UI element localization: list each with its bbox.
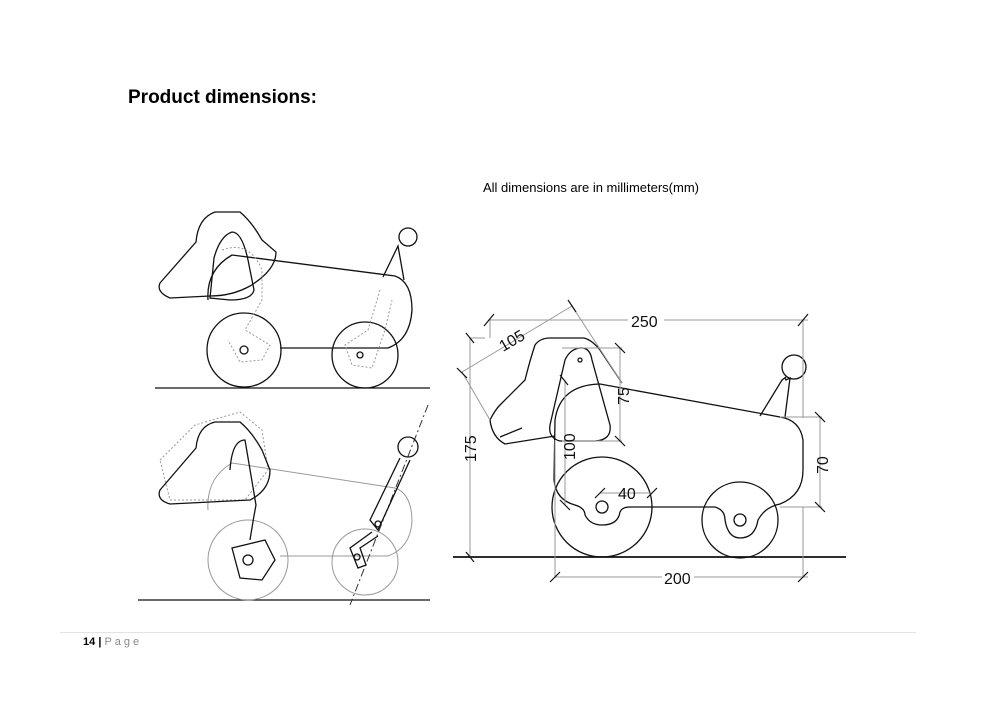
page-label: Page bbox=[104, 636, 143, 648]
dim-wheel-offset: 40 bbox=[618, 486, 636, 503]
dim-ear-height: 75 bbox=[616, 387, 633, 405]
footer-divider bbox=[60, 632, 916, 633]
page-footer: 14 | Page bbox=[83, 636, 142, 648]
dog-side-view-motion-bottom bbox=[138, 404, 430, 606]
dim-body-front-height: 100 bbox=[562, 433, 579, 460]
dim-head-length: 105 bbox=[497, 327, 529, 355]
dim-overall-length: 250 bbox=[631, 314, 658, 331]
dim-rear-height: 70 bbox=[815, 456, 832, 474]
dim-wheelbase-width: 200 bbox=[664, 571, 691, 588]
footer-separator: | bbox=[98, 636, 102, 648]
dog-dimension-drawing: 250 105 75 100 175 70 40 200 bbox=[453, 299, 846, 588]
units-note: All dimensions are in millimeters(mm) bbox=[483, 180, 699, 195]
page-heading: Product dimensions: bbox=[128, 87, 317, 108]
dog-side-view-motion-top bbox=[155, 211, 430, 389]
dim-overall-height: 175 bbox=[463, 435, 480, 462]
page-number: 14 bbox=[83, 636, 96, 648]
